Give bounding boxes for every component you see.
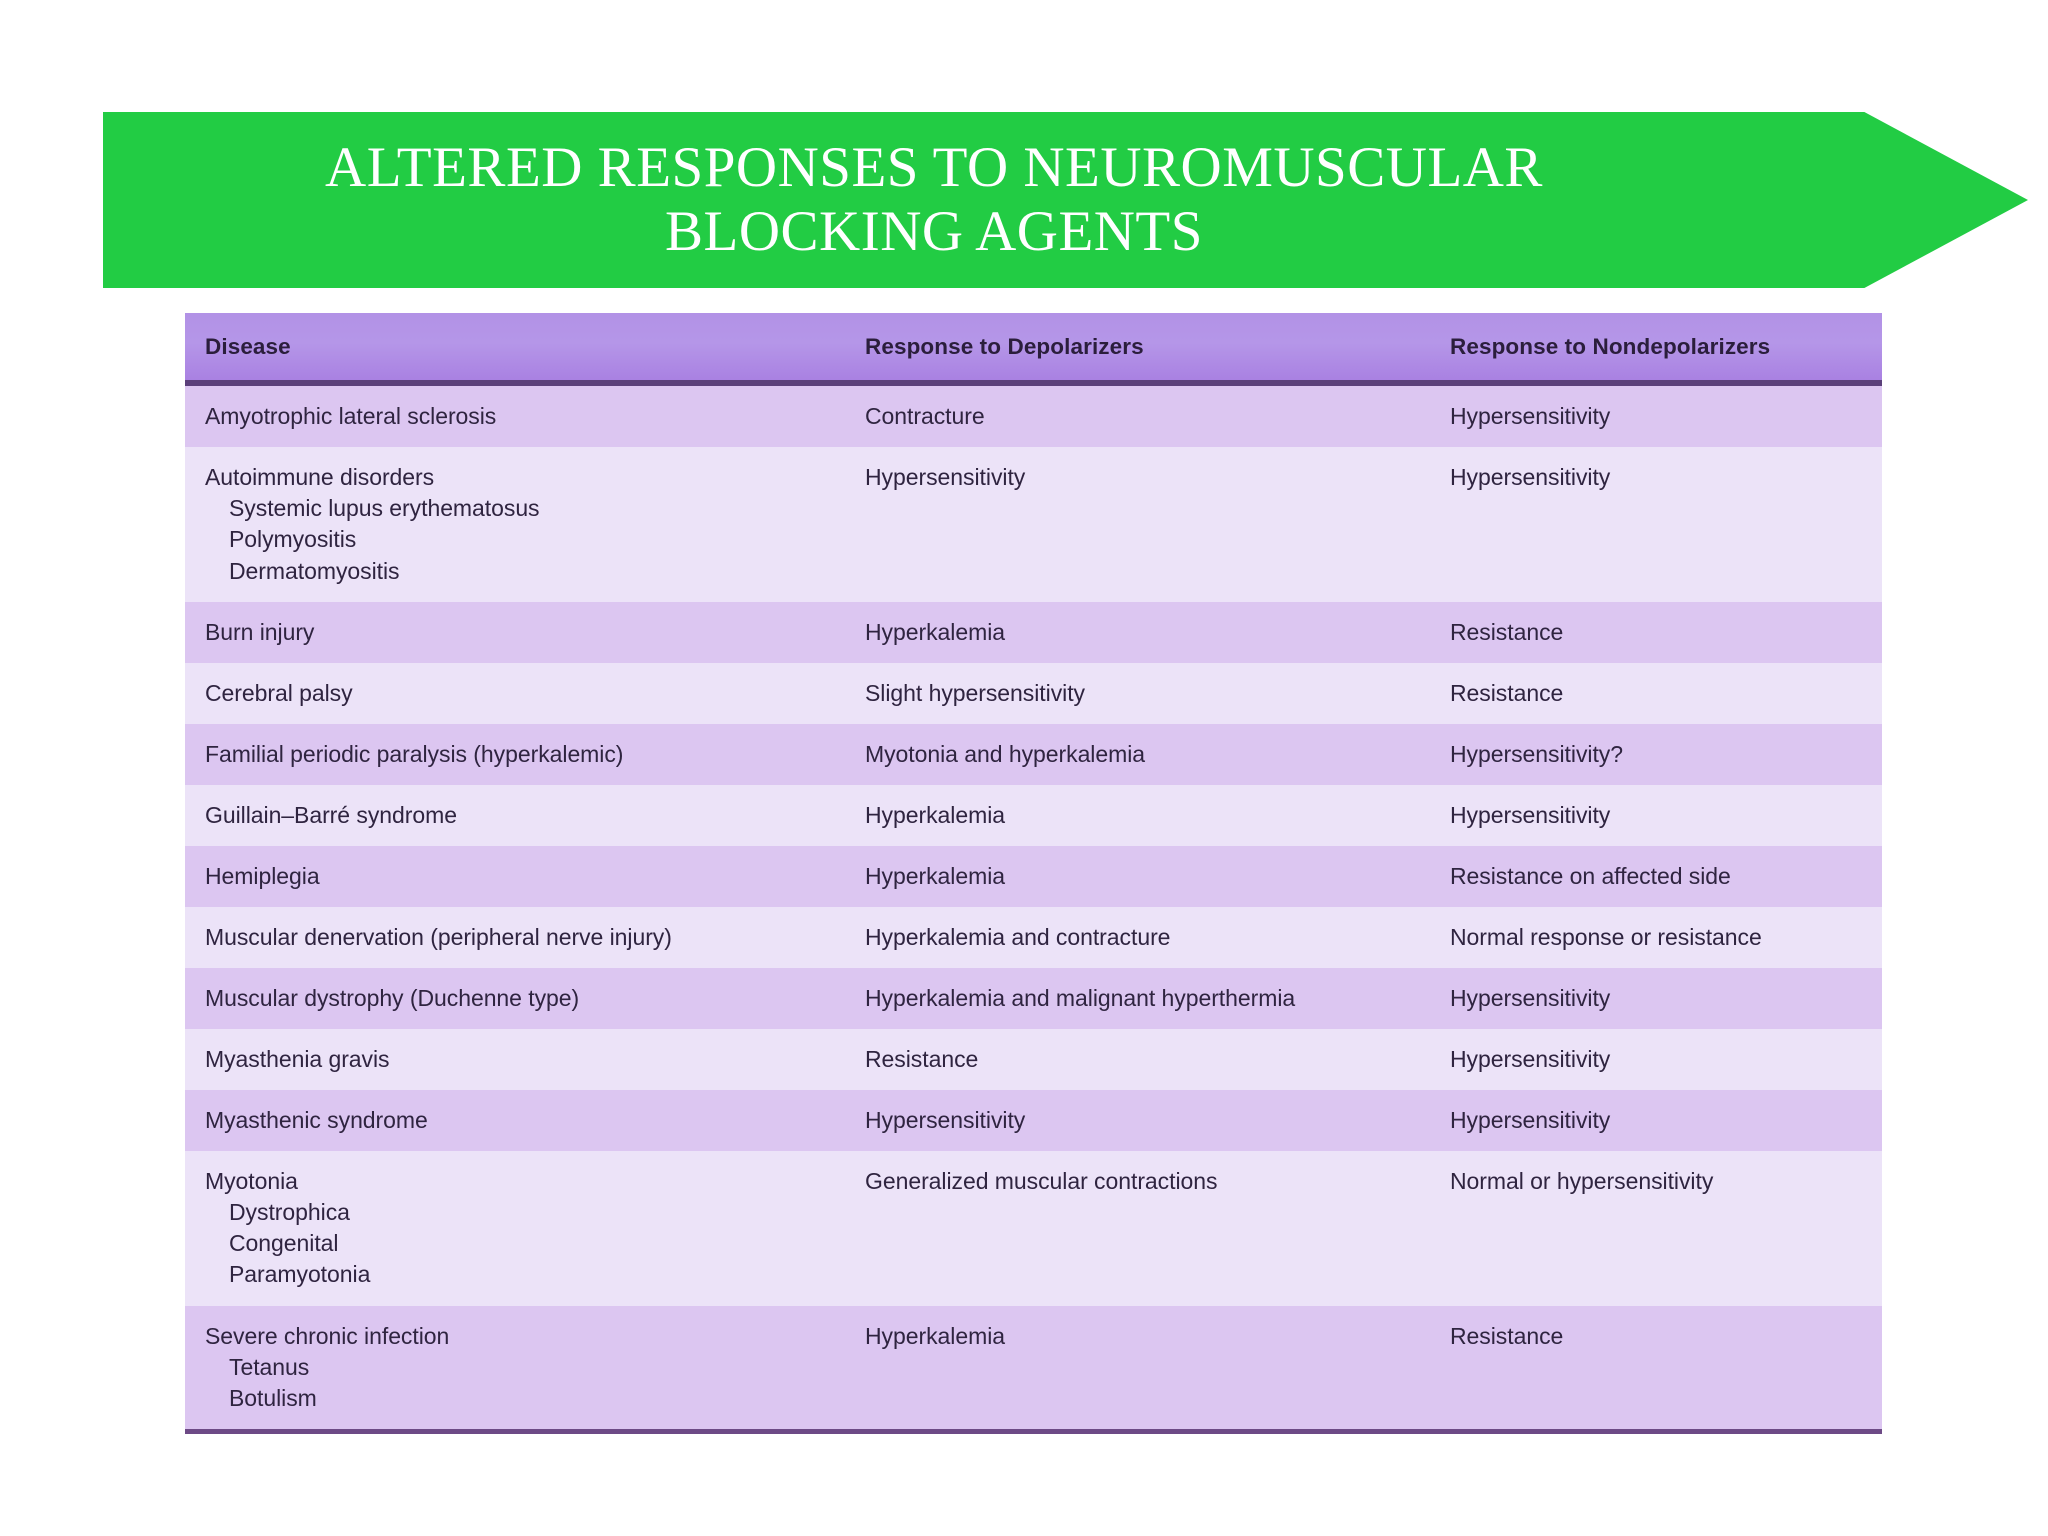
cell-disease: Burn injury	[185, 601, 845, 663]
disease-name: Myotonia	[205, 1167, 298, 1194]
disease-name: Burn injury	[205, 618, 315, 645]
cell-disease: Myasthenia gravis	[185, 1028, 845, 1090]
disease-sub-item: Dermatomyositis	[229, 557, 400, 584]
table-header: Disease Response to Depolarizers Respons…	[185, 313, 1882, 386]
column-header-disease: Disease	[185, 313, 845, 386]
disease-name: Myasthenia gravis	[205, 1045, 390, 1072]
cell-depolarizers: Resistance	[845, 1028, 1430, 1090]
title-line-2: BLOCKING AGENTS	[665, 200, 1203, 263]
cell-nondepolarizers: Resistance	[1430, 1305, 1882, 1432]
disease-sub-item: Paramyotonia	[229, 1261, 371, 1288]
disease-name: Familial periodic paralysis (hyperkalemi…	[205, 740, 624, 767]
cell-depolarizers: Myotonia and hyperkalemia	[845, 723, 1430, 785]
disease-sub-item: Congenital	[229, 1230, 339, 1257]
cell-nondepolarizers: Hypersensitivity	[1430, 967, 1882, 1029]
disease-name: Severe chronic infection	[205, 1322, 450, 1349]
cell-disease: Muscular dystrophy (Duchenne type)	[185, 967, 845, 1029]
table-body: Amyotrophic lateral sclerosis Contracture…	[185, 383, 1882, 1432]
cell-disease: Guillain–Barré syndrome	[185, 784, 845, 846]
cell-depolarizers: Hyperkalemia	[845, 1305, 1430, 1432]
cell-depolarizers: Hyperkalemia and malignant hyperthermia	[845, 967, 1430, 1029]
disease-name: Hemiplegia	[205, 862, 320, 889]
table-header-row: Disease Response to Depolarizers Respons…	[185, 313, 1882, 386]
cell-disease: Muscular denervation (peripheral nerve i…	[185, 906, 845, 968]
disease-name: Autoimmune disorders	[205, 464, 435, 490]
cell-depolarizers: Hyperkalemia	[845, 845, 1430, 907]
cell-nondepolarizers: Hypersensitivity	[1430, 784, 1882, 846]
disease-sub-item: Tetanus	[229, 1353, 310, 1380]
cell-nondepolarizers: Resistance	[1430, 601, 1882, 663]
cell-depolarizers: Hypersensitivity	[845, 447, 1430, 602]
page-title: ALTERED RESPONSES TO NEUROMUSCULAR BLOCK…	[103, 136, 1723, 264]
cell-disease: Amyotrophic lateral sclerosis	[185, 383, 845, 447]
cell-depolarizers: Hypersensitivity	[845, 1089, 1430, 1151]
cell-nondepolarizers: Hypersensitivity	[1430, 447, 1882, 602]
cell-disease: Cerebral palsy	[185, 662, 845, 724]
cell-nondepolarizers: Hypersensitivity	[1430, 1089, 1882, 1151]
cell-depolarizers: Contracture	[845, 383, 1430, 447]
column-header-nondepolarizers: Response to Nondepolarizers	[1430, 313, 1882, 386]
cell-nondepolarizers: Hypersensitivity	[1430, 383, 1882, 447]
disease-sub-item: Polymyositis	[229, 526, 357, 553]
cell-nondepolarizers: Resistance	[1430, 662, 1882, 724]
disease-name: Amyotrophic lateral sclerosis	[205, 403, 497, 429]
disease-name: Muscular denervation (peripheral nerve i…	[205, 923, 672, 950]
cell-disease: Familial periodic paralysis (hyperkalemi…	[185, 723, 845, 785]
disease-name: Muscular dystrophy (Duchenne type)	[205, 984, 580, 1011]
table-row: Familial periodic paralysis (hyperkalemi…	[185, 723, 1882, 785]
disease-name: Cerebral palsy	[205, 679, 353, 706]
disease-name: Guillain–Barré syndrome	[205, 801, 457, 828]
title-line-1: ALTERED RESPONSES TO NEUROMUSCULAR	[325, 136, 1543, 200]
column-header-depolarizers: Response to Depolarizers	[845, 313, 1430, 386]
title-banner: ALTERED RESPONSES TO NEUROMUSCULAR BLOCK…	[103, 112, 2028, 288]
disease-sub-item: Botulism	[229, 1384, 317, 1411]
disease-sub-item: Systemic lupus erythematosus	[229, 495, 540, 521]
table-row: Amyotrophic lateral sclerosis Contracture…	[185, 383, 1882, 447]
cell-nondepolarizers: Hypersensitivity?	[1430, 723, 1882, 785]
cell-nondepolarizers: Normal or hypersensitivity	[1430, 1150, 1882, 1306]
cell-nondepolarizers: Resistance on affected side	[1430, 845, 1882, 907]
table-row: Muscular dystrophy (Duchenne type) Hyperk…	[185, 967, 1882, 1029]
cell-depolarizers: Hyperkalemia and contracture	[845, 906, 1430, 968]
cell-depolarizers: Slight hypersensitivity	[845, 662, 1430, 724]
altered-responses-table: Disease Response to Depolarizers Respons…	[185, 313, 1882, 1435]
cell-depolarizers: Hyperkalemia	[845, 784, 1430, 846]
cell-depolarizers: Generalized muscular contractions	[845, 1150, 1430, 1306]
disease-name: Myasthenic syndrome	[205, 1106, 428, 1133]
cell-disease: Myasthenic syndrome	[185, 1089, 845, 1151]
cell-depolarizers: Hyperkalemia	[845, 601, 1430, 663]
table-row: Muscular denervation (peripheral nerve i…	[185, 906, 1882, 968]
cell-nondepolarizers: Hypersensitivity	[1430, 1028, 1882, 1090]
cell-disease: Hemiplegia	[185, 845, 845, 907]
cell-nondepolarizers: Normal response or resistance	[1430, 906, 1882, 968]
disease-sub-item: Dystrophica	[229, 1198, 350, 1225]
